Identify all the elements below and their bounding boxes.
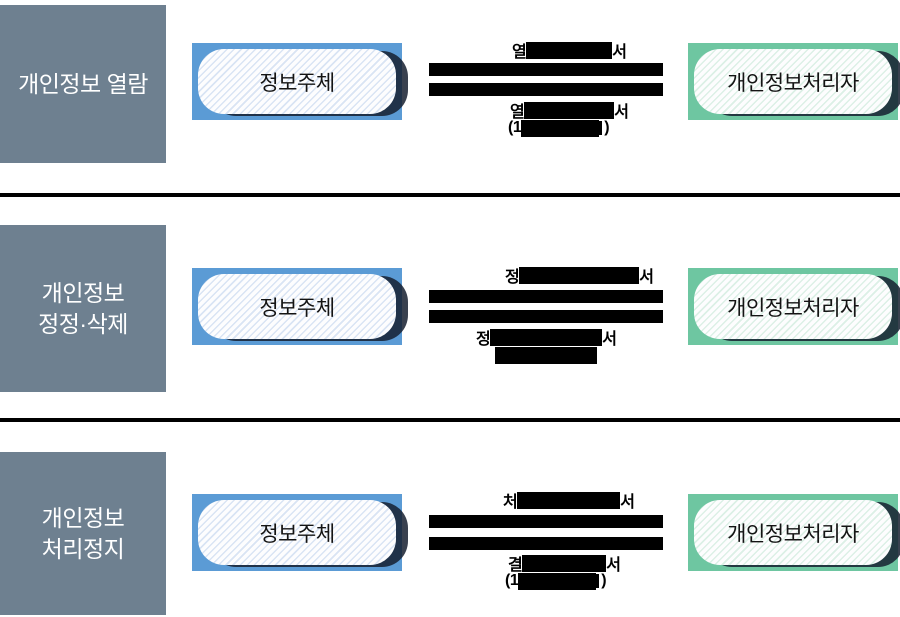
data-subject-label: 정보주체: [259, 296, 335, 320]
deadline-suffix: ): [604, 119, 610, 136]
data-subject-box: 정보주체: [192, 494, 402, 571]
processor-label: 개인정보처리자: [727, 522, 859, 546]
processor-box: 개인정보처리자: [688, 43, 898, 120]
arrow-bar-redacted: [429, 63, 663, 76]
response-deadline-label: (1): [508, 119, 610, 137]
redaction-bar: [490, 328, 603, 346]
category-label-suspension: 개인정보 처리정지: [0, 452, 166, 615]
redaction-bar: [524, 101, 615, 119]
redaction-bar: [519, 266, 640, 284]
request-doc-suffix: 서: [620, 494, 635, 511]
redacted-glyph-stroke: [596, 574, 600, 588]
section-divider: [0, 418, 900, 422]
arrow-bar-redacted: [429, 310, 663, 323]
processor-box-inner: 개인정보처리자: [694, 274, 892, 339]
redaction-bar: [517, 491, 621, 509]
redaction-bar: [526, 41, 613, 59]
deadline-prefix: (1: [505, 572, 519, 589]
response-doc-suffix: 서: [602, 331, 617, 348]
arrow-bar-redacted: [429, 83, 663, 96]
data-subject-box: 정보주체: [192, 43, 402, 120]
response-doc-prefix: 결: [508, 557, 523, 574]
response-deadline-label: (1): [505, 572, 607, 590]
processor-box-inner: 개인정보처리자: [694, 49, 892, 114]
data-subject-label: 정보주체: [259, 71, 335, 95]
request-doc-prefix: 정: [505, 269, 520, 286]
section-divider: [0, 193, 900, 197]
request-doc-suffix: 서: [639, 269, 654, 286]
redaction-bar: [495, 347, 597, 364]
data-subject-box-inner: 정보주체: [198, 274, 396, 339]
category-line: 개인정보 열람: [18, 70, 148, 97]
arrow-bar-redacted: [429, 537, 663, 550]
category-label-correction: 개인정보 정정·삭제: [0, 225, 166, 392]
redaction-bar: [522, 554, 607, 572]
response-doc-prefix: 정: [476, 331, 491, 348]
request-doc-prefix: 처: [503, 494, 518, 511]
request-doc-prefix: 열: [512, 44, 527, 61]
processor-box: 개인정보처리자: [688, 268, 898, 345]
processor-label: 개인정보처리자: [727, 296, 859, 320]
data-subject-label: 정보주체: [259, 522, 335, 546]
response-doc-suffix: 서: [614, 104, 629, 121]
arrow-bar-redacted: [429, 515, 663, 528]
category-line: 정정·삭제: [38, 310, 128, 337]
response-doc-prefix: 열: [510, 104, 525, 121]
deadline-prefix: (1: [508, 119, 522, 136]
redacted-glyph-stroke: [599, 121, 603, 135]
redaction-bar: [518, 572, 597, 590]
request-doc-suffix: 서: [612, 44, 627, 61]
category-label-access: 개인정보 열람: [0, 5, 166, 163]
category-line: 개인정보: [41, 504, 125, 531]
response-doc-suffix: 서: [606, 557, 621, 574]
processor-label: 개인정보처리자: [727, 71, 859, 95]
deadline-suffix: ): [601, 572, 607, 589]
data-subject-box-inner: 정보주체: [198, 49, 396, 114]
arrow-bar-redacted: [429, 290, 663, 303]
category-line: 처리정지: [41, 535, 125, 562]
category-line: 개인정보: [41, 279, 125, 306]
data-subject-box: 정보주체: [192, 268, 402, 345]
processor-box: 개인정보처리자: [688, 494, 898, 571]
processor-box-inner: 개인정보처리자: [694, 500, 892, 565]
redaction-bar: [521, 119, 600, 137]
data-subject-box-inner: 정보주체: [198, 500, 396, 565]
